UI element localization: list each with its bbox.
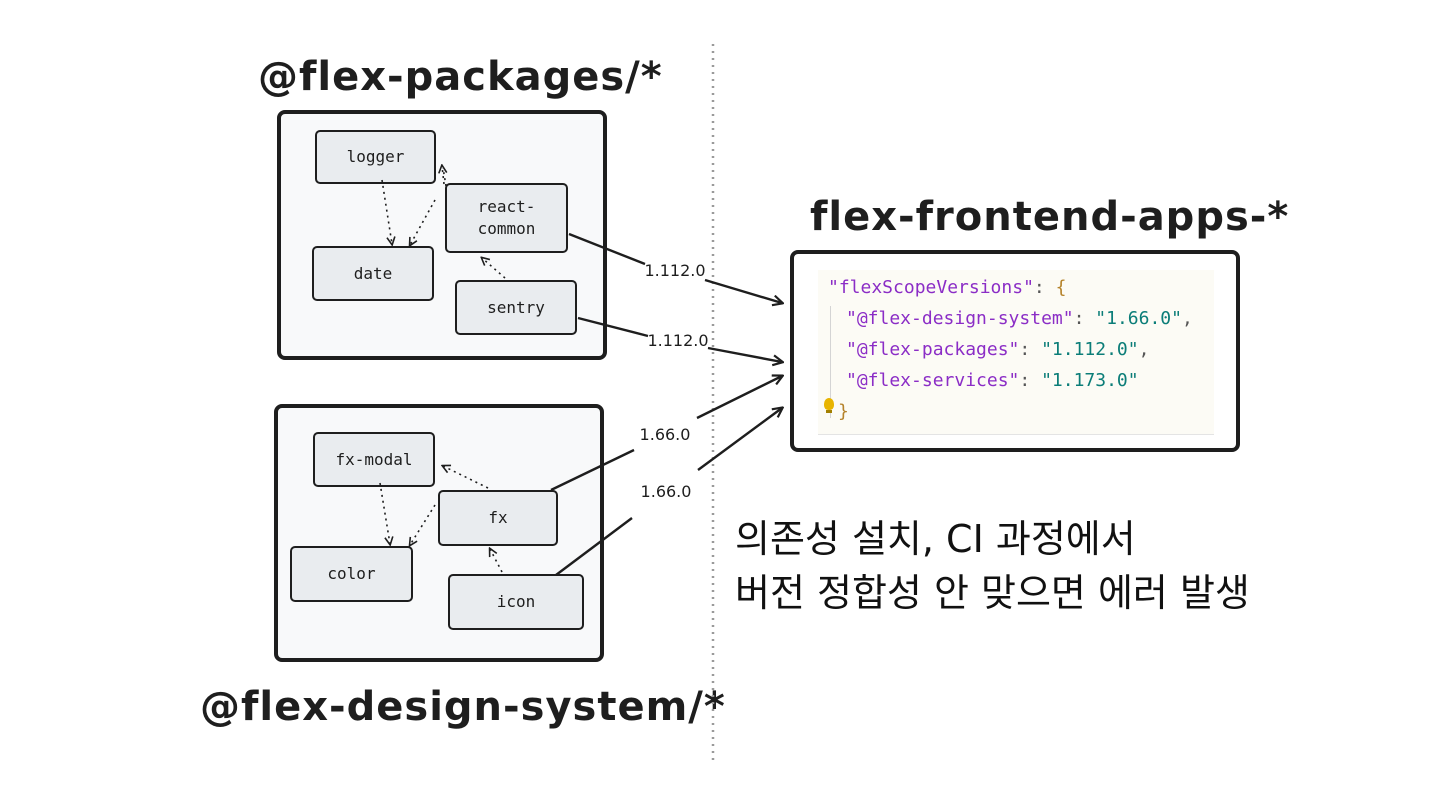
- node-logger[interactable]: logger: [315, 130, 436, 184]
- node-sentry[interactable]: sentry: [455, 280, 577, 335]
- indent-guide: [830, 306, 831, 418]
- arrow-icon-to-apps: [555, 408, 782, 576]
- error-message-line-1: 의존성 설치, CI 과정에서: [735, 517, 1136, 561]
- version-label-fx: 1.66.0: [640, 425, 691, 444]
- edge-logger-to-date: [381, 179, 392, 244]
- error-message-line-2: 버전 정합성 안 맞으면 에러 발생: [735, 571, 1250, 615]
- version-label-icon: 1.66.0: [641, 482, 692, 501]
- node-date[interactable]: date: [312, 246, 434, 301]
- arrow-sentry-to-apps: [577, 316, 782, 362]
- code-block: "flexScopeVersions": { "@flex-design-sys…: [818, 270, 1214, 435]
- error-message: 의존성 설치, CI 과정에서 버전 정합성 안 맞으면 에러 발생: [735, 512, 1250, 620]
- lightbulb-base: [826, 410, 832, 413]
- design-system-group-title: @flex-design-system/*: [200, 684, 726, 730]
- code-close-brace: }: [838, 401, 849, 422]
- edge-react-common-to-logger-head: [442, 166, 444, 185]
- node-fx-modal[interactable]: fx-modal: [313, 432, 435, 487]
- scope-versions-code-panel: "flexScopeVersions": { "@flex-design-sys…: [790, 250, 1240, 452]
- packages-group-title: @flex-packages/*: [258, 54, 663, 100]
- code-key-design-system: "@flex-design-system": [846, 308, 1074, 329]
- node-icon[interactable]: icon: [448, 574, 584, 630]
- node-fx[interactable]: fx: [438, 490, 558, 546]
- code-line-close: }: [838, 396, 849, 427]
- code-value-design-system: "1.66.0": [1095, 308, 1182, 329]
- edge-react-common-to-date: [410, 199, 436, 245]
- edge-sentry-to-react-common: [482, 258, 506, 279]
- code-value-packages: "1.112.0": [1041, 339, 1139, 360]
- edge-fx-modal-to-color: [379, 482, 390, 544]
- code-line-services: "@flex-services": "1.173.0": [846, 370, 1139, 391]
- code-line-root: "flexScopeVersions": {: [828, 277, 1067, 298]
- arrow-react-common-to-apps: [568, 232, 782, 303]
- version-label-sentry: 1.112.0: [647, 331, 708, 350]
- code-root-key: "flexScopeVersions": [828, 277, 1034, 298]
- code-value-services: "1.173.0": [1041, 370, 1139, 391]
- node-react-common[interactable]: react- common: [445, 183, 568, 253]
- code-line-packages: "@flex-packages": "1.112.0",: [846, 339, 1150, 360]
- code-line-design-system: "@flex-design-system": "1.66.0",: [846, 308, 1193, 329]
- arrow-fx-to-apps: [550, 376, 782, 492]
- edge-icon-to-fx: [490, 549, 503, 573]
- node-color[interactable]: color: [290, 546, 413, 602]
- apps-title: flex-frontend-apps-*: [810, 194, 1290, 240]
- code-key-services: "@flex-services": [846, 370, 1020, 391]
- code-open-brace: {: [1055, 277, 1067, 298]
- edge-fx-to-color: [410, 504, 436, 545]
- code-key-packages: "@flex-packages": [846, 339, 1020, 360]
- version-label-react-common: 1.112.0: [644, 261, 705, 280]
- lightbulb-icon: [824, 398, 834, 410]
- edge-fx-to-fx-modal: [443, 466, 489, 489]
